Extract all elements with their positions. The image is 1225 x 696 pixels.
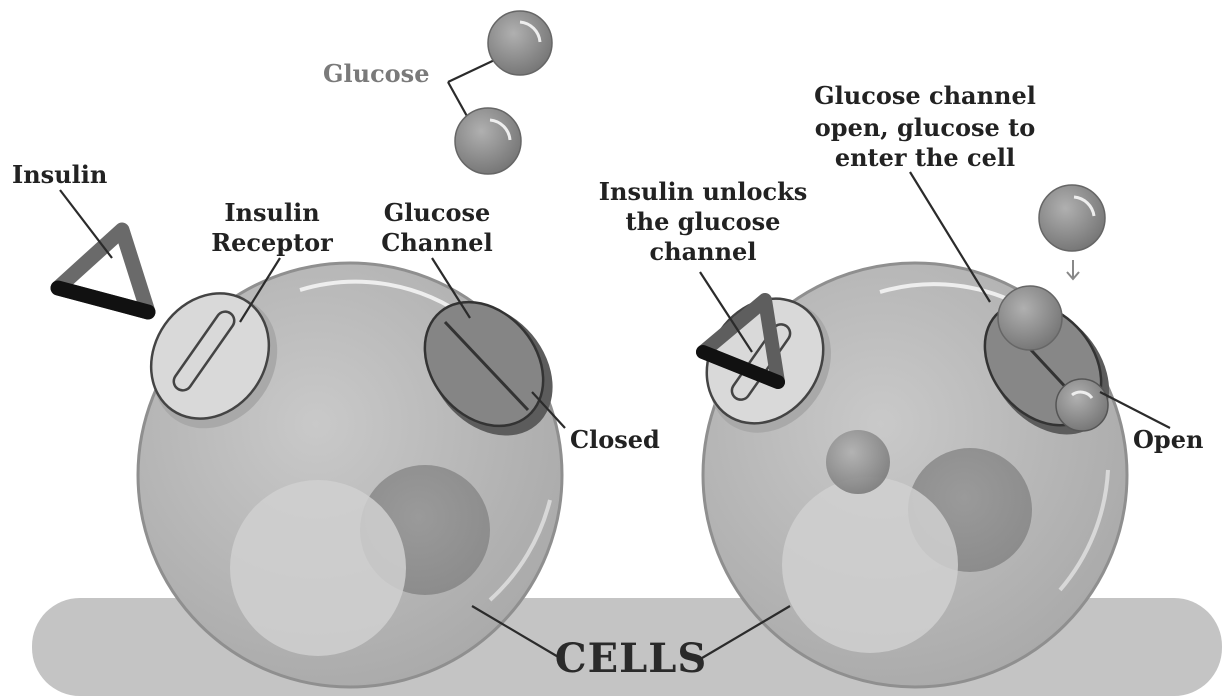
glucose-molecule-top (488, 11, 552, 75)
channel-open-label-1: Glucose channel (814, 81, 1036, 110)
cells-label: CELLS (555, 635, 707, 682)
open-label: Open (1133, 425, 1203, 454)
glucose-molecule-pair (448, 11, 552, 174)
insulin-unlocks-label-3: channel (650, 237, 757, 266)
down-arrow-icon (1067, 260, 1079, 279)
closed-label: Closed (570, 425, 660, 454)
glucose-channel-label-1: Glucose (384, 198, 490, 227)
insulin-receptor-label-2: Receptor (211, 228, 333, 257)
insulin-triangle (58, 230, 148, 312)
channel-open-label-2: open, glucose to (815, 113, 1035, 142)
glucose-label: Glucose (323, 59, 429, 88)
insulin-unlocks-label-2: the glucose (626, 207, 781, 236)
glucose-molecule-bottom (455, 108, 521, 174)
glucose-molecule-inside-cell (826, 430, 890, 494)
glucose-channel-label-2: Channel (381, 228, 492, 257)
glucose-molecule-entering (998, 286, 1062, 350)
right-cell-vacuole (782, 477, 958, 653)
insulin-leader-line (60, 190, 112, 258)
insulin-unlocks-label-1: Insulin unlocks (599, 177, 807, 206)
insulin-label: Insulin (12, 160, 107, 189)
channel-open-label-3: enter the cell (835, 143, 1015, 172)
left-cell-vacuole (230, 480, 406, 656)
insulin-receptor-label-1: Insulin (224, 198, 319, 227)
glucose-molecule-approaching (1039, 185, 1105, 251)
